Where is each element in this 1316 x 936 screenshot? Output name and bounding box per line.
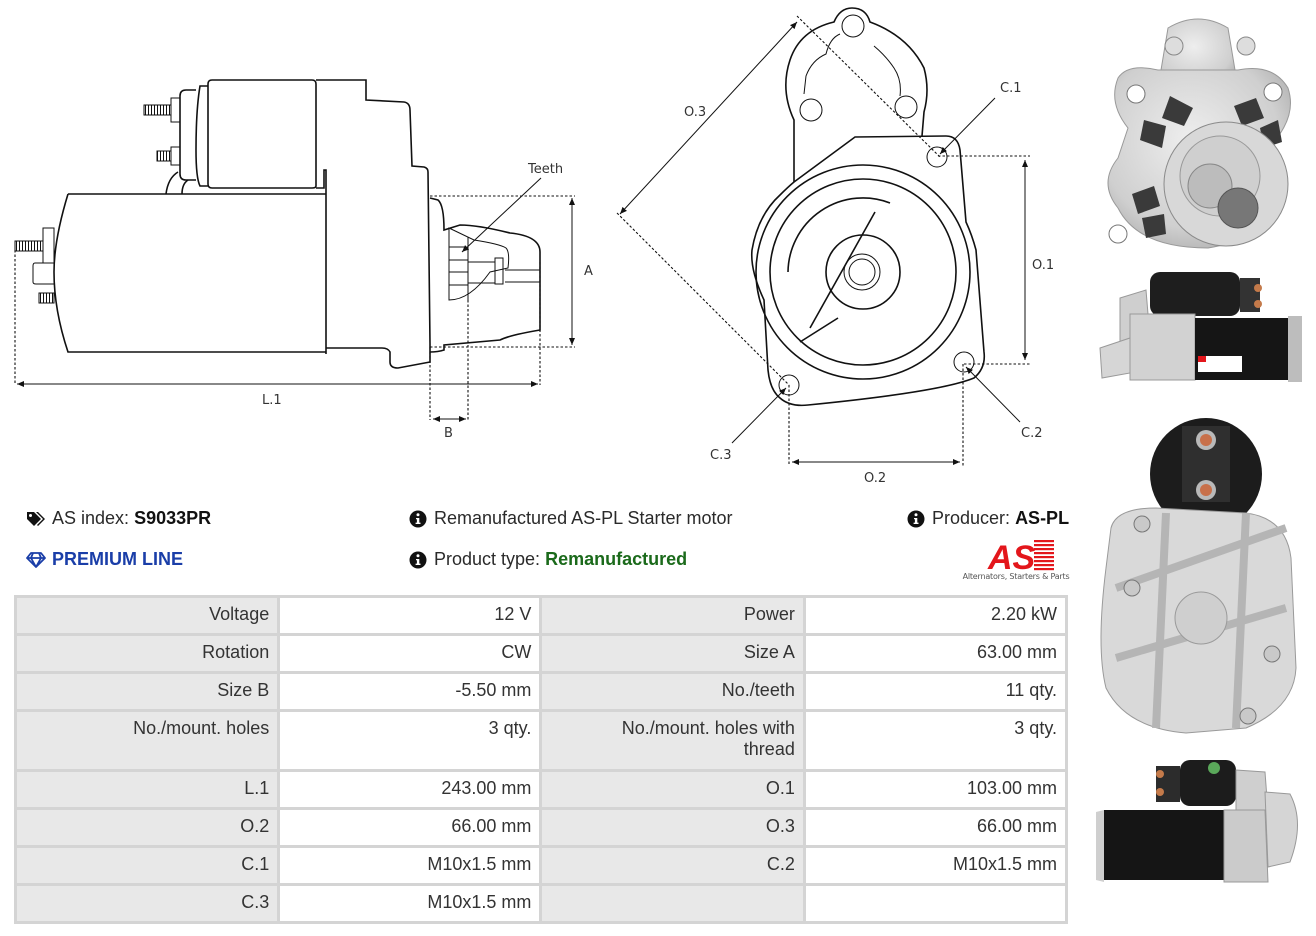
technical-drawing: Teeth A L.1 B: [14, 7, 1054, 486]
spec-key: Power: [539, 595, 806, 636]
spec-key: Voltage: [13, 595, 281, 636]
spec-key: C.3: [13, 883, 281, 924]
hole-c2-label: C.2: [1021, 426, 1042, 441]
spec-key: C.2: [539, 845, 806, 886]
product-type: Product type: Remanufactured: [408, 549, 687, 570]
specifications-table: Voltage 12 V Power 2.20 kW Rotation CW S…: [13, 595, 1069, 924]
premium-line-label: PREMIUM LINE: [52, 549, 184, 569]
as-pl-logo: AS: [987, 539, 1054, 577]
spec-key: O.1: [539, 769, 806, 810]
info-circle-icon: [408, 509, 428, 529]
spec-value: [802, 883, 1069, 924]
dimension-o2-label: O.2: [864, 471, 886, 486]
hole-c1-label: C.1: [1000, 81, 1021, 96]
dimension-l1-label: L.1: [262, 393, 282, 408]
producer-value: AS-PL: [1015, 508, 1070, 528]
producer-label: Producer:: [932, 508, 1011, 528]
spec-value: 243.00 mm: [277, 769, 543, 810]
as-index-value: S9033PR: [134, 508, 212, 528]
spec-value: 3 qty.: [277, 709, 543, 772]
spec-key: O.3: [539, 807, 806, 848]
dimension-o3-label: O.3: [684, 105, 706, 120]
side-view-photo: [1099, 272, 1302, 382]
spec-key: Size B: [13, 671, 281, 712]
spec-key: No./mount. holes with thread: [539, 709, 806, 772]
spec-value: 3 qty.: [802, 709, 1069, 772]
premium-line-badge: PREMIUM LINE: [26, 549, 183, 570]
spec-value: CW: [277, 633, 543, 674]
dimension-b-label: B: [444, 426, 453, 441]
spec-value: M10x1.5 mm: [802, 845, 1069, 886]
info-circle-icon: [906, 509, 926, 529]
tags-icon: [26, 509, 46, 529]
spec-key: [539, 883, 806, 924]
table-row: L.1 243.00 mm O.1 103.00 mm: [13, 769, 1069, 810]
teeth-label: Teeth: [527, 162, 563, 177]
dimension-a-label: A: [584, 264, 593, 279]
dimension-o1-label: O.1: [1032, 258, 1054, 273]
spec-value: -5.50 mm: [277, 671, 543, 712]
side-view-photo-2: [1096, 760, 1298, 883]
logo-tagline: Alternators, Starters & Parts: [962, 572, 1070, 581]
svg-text:AS: AS: [987, 539, 1036, 577]
diamond-icon: [26, 550, 46, 570]
product-type-value: Remanufactured: [545, 549, 688, 569]
spec-key: L.1: [13, 769, 281, 810]
spec-key: C.1: [13, 845, 281, 886]
spec-key: O.2: [13, 807, 281, 848]
spec-value: 11 qty.: [802, 671, 1069, 712]
front-view-photo: [1107, 18, 1291, 249]
spec-key: No./mount. holes: [13, 709, 281, 772]
spec-key: No./teeth: [539, 671, 806, 712]
rear-view-photo: [1100, 418, 1297, 734]
info-circle-icon: [408, 550, 428, 570]
table-row: C.1 M10x1.5 mm C.2 M10x1.5 mm: [13, 845, 1069, 886]
spec-value: M10x1.5 mm: [277, 845, 543, 886]
product-type-label: Product type:: [434, 549, 541, 569]
spec-value: 2.20 kW: [802, 595, 1069, 636]
spec-value: 66.00 mm: [802, 807, 1069, 848]
table-row: Size B -5.50 mm No./teeth 11 qty.: [13, 671, 1069, 712]
spec-key: Rotation: [13, 633, 281, 674]
table-row: Rotation CW Size A 63.00 mm: [13, 633, 1069, 674]
table-row: Voltage 12 V Power 2.20 kW: [13, 595, 1069, 636]
producer: Producer: AS-PL: [906, 508, 1069, 529]
table-row: No./mount. holes 3 qty. No./mount. holes…: [13, 709, 1069, 772]
spec-value: 66.00 mm: [277, 807, 543, 848]
as-index: AS index: S9033PR: [26, 508, 211, 529]
description-text: Remanufactured AS-PL Starter motor: [434, 508, 733, 528]
product-description: Remanufactured AS-PL Starter motor: [408, 508, 732, 529]
spec-value: 63.00 mm: [802, 633, 1069, 674]
table-row: O.2 66.00 mm O.3 66.00 mm: [13, 807, 1069, 848]
hole-c3-label: C.3: [710, 448, 731, 463]
side-view-drawing: Teeth A L.1 B: [14, 79, 593, 441]
table-row: C.3 M10x1.5 mm: [13, 883, 1069, 924]
as-index-label: AS index:: [52, 508, 130, 528]
spec-value: 12 V: [277, 595, 543, 636]
spec-value: M10x1.5 mm: [277, 883, 543, 924]
front-view-drawing: O.3 O.1 O.2 C.1 C.2 C.3: [616, 7, 1054, 486]
spec-value: 103.00 mm: [802, 769, 1069, 810]
spec-key: Size A: [539, 633, 806, 674]
